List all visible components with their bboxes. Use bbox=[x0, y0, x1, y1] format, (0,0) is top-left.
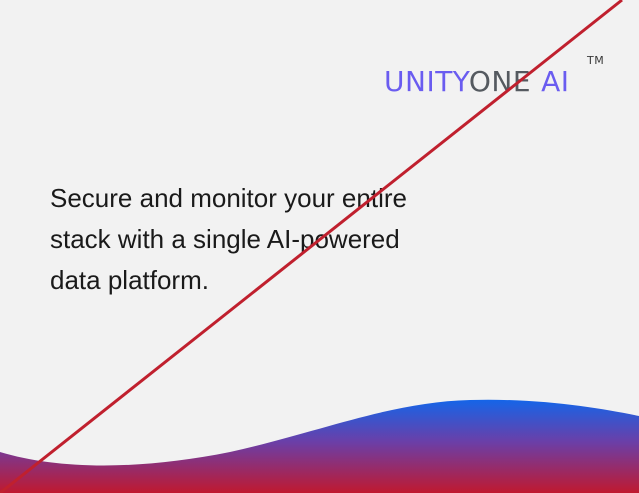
logo-unity-text: UNITY bbox=[384, 65, 469, 98]
tagline-line-3: data platform. bbox=[50, 265, 209, 295]
diagonal-slash bbox=[0, 0, 623, 493]
tagline-line-1: Secure and monitor your entire bbox=[50, 183, 407, 213]
gradient-wave bbox=[0, 399, 639, 493]
tagline-line-2: stack with a single AI-powered bbox=[50, 224, 400, 254]
tagline: Secure and monitor your entire stack wit… bbox=[50, 178, 470, 301]
logo-ai-text: AI bbox=[541, 65, 570, 98]
trademark-mark: TM bbox=[587, 54, 605, 67]
